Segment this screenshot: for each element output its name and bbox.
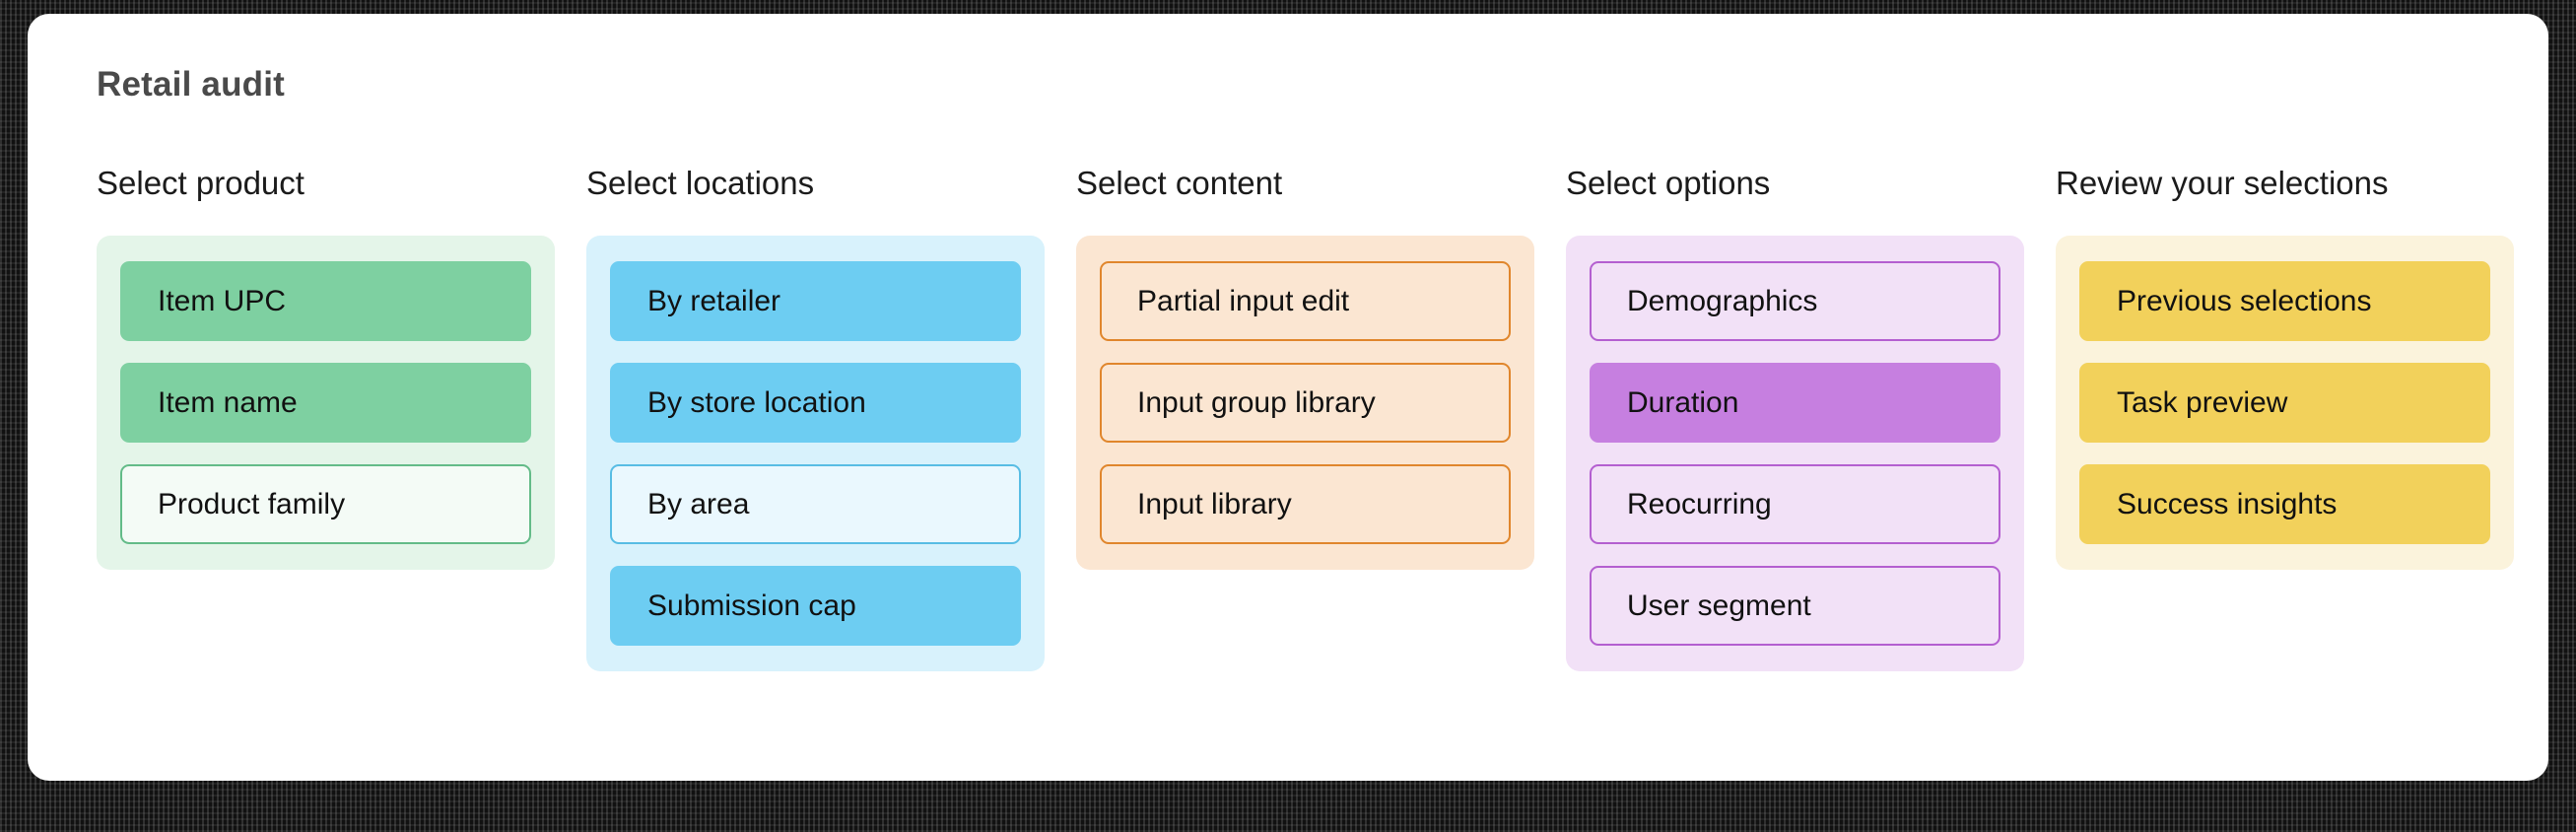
option-chip[interactable]: Reocurring xyxy=(1590,464,2000,544)
option-chip[interactable]: Previous selections xyxy=(2079,261,2490,341)
option-chip[interactable]: By area xyxy=(610,464,1021,544)
option-chip[interactable]: Item name xyxy=(120,363,531,443)
option-chip[interactable]: By retailer xyxy=(610,261,1021,341)
option-chip[interactable]: User segment xyxy=(1590,566,2000,646)
option-chip[interactable]: Partial input edit xyxy=(1100,261,1511,341)
option-chip[interactable]: Duration xyxy=(1590,363,2000,443)
option-chip[interactable]: Input group library xyxy=(1100,363,1511,443)
option-chip[interactable]: By store location xyxy=(610,363,1021,443)
option-chip[interactable]: Product family xyxy=(120,464,531,544)
option-chip[interactable]: Demographics xyxy=(1590,261,2000,341)
column-header: Select product xyxy=(97,165,305,201)
option-chip[interactable]: Task preview xyxy=(2079,363,2490,443)
column-header: Select options xyxy=(1566,165,1771,201)
column-select-locations: Select locations By retailer By store loca… xyxy=(586,167,1045,671)
column-header: Select content xyxy=(1076,165,1283,201)
option-chip[interactable]: Success insights xyxy=(2079,464,2490,544)
option-chip[interactable]: Input library xyxy=(1100,464,1511,544)
option-chip[interactable]: Submission cap xyxy=(610,566,1021,646)
option-chip[interactable]: Item UPC xyxy=(120,261,531,341)
page-title: Retail audit xyxy=(97,65,286,104)
column-header: Select locations xyxy=(586,165,815,201)
column-header: Review your selections xyxy=(2056,165,2389,201)
